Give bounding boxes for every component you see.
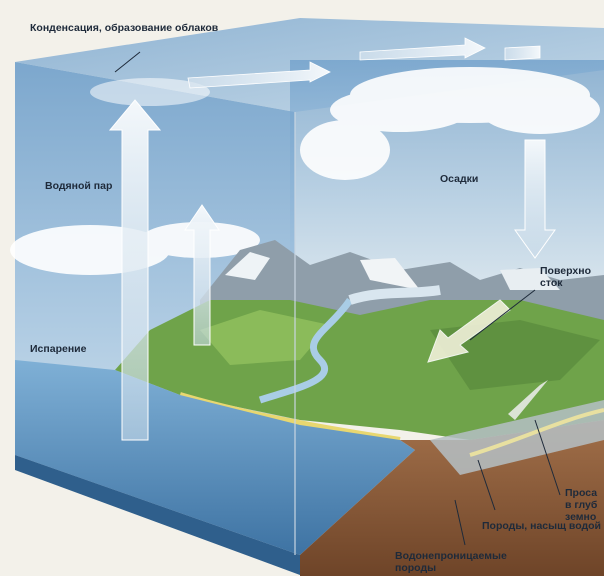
label-saturated-rocks: Породы, насыщ водой (482, 520, 602, 532)
label-infiltration: Проса в глуб земно (565, 487, 598, 523)
top-arrow-1 (187, 61, 331, 89)
precipitation-arrow (514, 139, 556, 259)
label-surface-runoff: Поверхно сток (540, 265, 591, 289)
top-arrow-2 (359, 37, 486, 61)
river (258, 298, 353, 404)
label-water-vapor: Водяной пар (45, 180, 113, 192)
evaporation-arrow (184, 204, 220, 346)
label-impermeable-rocks: Водонепроницаемые породы (395, 550, 507, 574)
vapor-arrow (108, 99, 162, 441)
top-arrow-3 (504, 45, 541, 61)
pointer-lines (114, 51, 561, 546)
label-evaporation: Испарение (30, 343, 87, 355)
label-condensation: Конденсация, образование облаков (30, 22, 219, 34)
label-precipitation: Осадки (440, 173, 479, 185)
soil-section (300, 420, 604, 576)
sea (15, 360, 415, 555)
infiltration-arrow (508, 380, 548, 420)
